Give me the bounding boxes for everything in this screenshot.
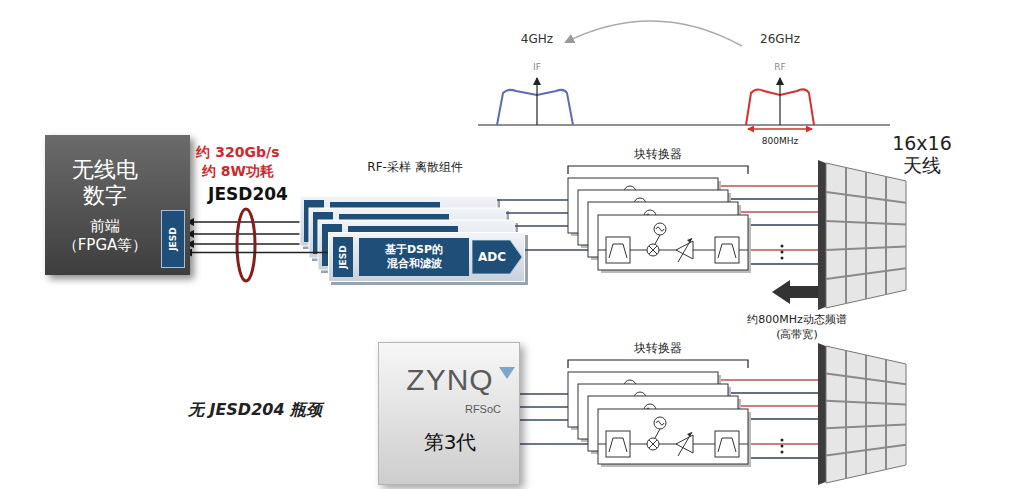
grid-line	[826, 192, 906, 203]
freq-axis	[478, 124, 890, 125]
adc-outline	[472, 240, 522, 274]
bundle-ellipse	[237, 209, 255, 281]
filter-curve	[609, 438, 627, 452]
mixer-cross	[649, 440, 657, 448]
antenna-array: 16x16 天线	[818, 160, 900, 310]
group-bracket	[568, 166, 748, 174]
label: 约 8W功耗	[202, 163, 274, 181]
lo-symbol	[654, 417, 666, 429]
ellipsis-dot	[781, 257, 784, 260]
lo-wave	[656, 227, 664, 231]
dsp-block: 基于DSP的 混合和滤波	[359, 238, 469, 276]
jesd-block: JESD	[333, 237, 353, 277]
filter-curve	[718, 438, 736, 452]
label: IF	[533, 62, 541, 72]
gain-head	[687, 432, 692, 437]
grid-line	[826, 268, 906, 279]
zynq-box: ZYNQ RFSoC 第3代	[378, 342, 520, 485]
node-text: JESD	[338, 245, 348, 268]
grid-line	[826, 373, 906, 384]
antenna-array	[818, 343, 906, 485]
grid-line	[826, 445, 906, 456]
grid-line	[845, 351, 847, 479]
lo-feed	[655, 235, 660, 244]
spectrum-arrow	[772, 280, 822, 304]
jesd-lane	[187, 233, 309, 235]
label: JESD204	[208, 184, 288, 204]
grid-line	[885, 360, 887, 470]
grid-line	[826, 425, 906, 429]
lo-feed	[655, 429, 660, 438]
label: 块转换器	[634, 340, 682, 357]
node-text: 无线电 数字	[49, 157, 161, 210]
node-text: 前端 （FPGA等）	[49, 217, 161, 255]
label: 800MHz	[762, 136, 798, 146]
zynq-logo	[499, 367, 515, 379]
downconvert-arrow	[566, 21, 742, 46]
gain-head	[687, 238, 692, 243]
jesd-lane	[187, 243, 318, 245]
jesd-lane	[187, 221, 300, 223]
gain-arrow	[678, 238, 692, 262]
lo-symbol	[654, 223, 666, 235]
rf-card: RF-采样 离散组件JESD基于DSP的 混合和滤波ADC	[328, 232, 525, 282]
label: 约 320Gb/s	[196, 144, 279, 162]
label: 块转换器	[634, 146, 682, 163]
grid-line	[826, 401, 906, 405]
label: 26GHz	[760, 32, 800, 46]
gain-arrow	[678, 432, 692, 456]
label: RF	[774, 62, 785, 72]
if-marker	[536, 78, 537, 125]
filter-symbol	[606, 431, 630, 457]
logo-mark	[499, 367, 515, 379]
label: 约800MHz动态频谱 (高带宽)	[732, 312, 862, 343]
node-text: 第3代	[379, 429, 521, 456]
filter-symbol	[715, 431, 739, 457]
grid-line	[826, 246, 906, 250]
node-text: JESD	[168, 227, 178, 250]
node-text: RFSoC	[465, 403, 501, 415]
panel-face	[826, 163, 906, 308]
filter-symbol	[715, 237, 739, 263]
panel-face	[826, 346, 906, 483]
jesd-block: JESD	[161, 210, 185, 268]
fpga-box: 无线电 数字前端 （FPGA等） JESD	[45, 135, 190, 275]
mixer-symbol	[647, 438, 659, 450]
antenna-array	[818, 160, 906, 310]
adc-block: ADC	[472, 240, 522, 274]
filter-curve	[609, 244, 627, 258]
grid-line	[865, 172, 867, 299]
grid-line	[865, 355, 867, 474]
group-bracket	[568, 360, 748, 368]
ellipsis-dot	[781, 251, 784, 254]
rf-marker	[779, 78, 780, 125]
ellipsis-dot	[781, 245, 784, 248]
grid-line	[885, 177, 887, 295]
mixer-symbol	[647, 244, 659, 256]
bandwidth-dimension	[748, 128, 812, 130]
jesd-link	[185, 252, 333, 254]
node-text: ZYNQ	[387, 363, 513, 397]
grid-line	[826, 221, 906, 225]
filter-curve	[718, 244, 736, 258]
ellipsis-dot	[781, 445, 784, 448]
lo-wave	[656, 421, 664, 425]
converter-card	[598, 409, 748, 464]
filter-symbol	[606, 237, 630, 263]
node-text: 16x16 天线	[882, 133, 962, 177]
node-text: RF-采样 离散组件	[367, 159, 463, 175]
ellipsis-dot	[781, 439, 784, 442]
label: 无 JESD204 瓶颈	[188, 400, 322, 421]
label: 4GHz	[521, 32, 553, 46]
node-text: ADC	[472, 240, 512, 274]
block-converter	[598, 215, 751, 273]
converter-card	[598, 215, 748, 270]
if-band	[497, 90, 573, 125]
grid-line	[845, 168, 847, 304]
ellipsis-dot	[781, 451, 784, 454]
node-text: 基于DSP的 混合和滤波	[377, 243, 451, 272]
mixer-cross	[649, 246, 657, 254]
block-converter	[598, 409, 751, 467]
